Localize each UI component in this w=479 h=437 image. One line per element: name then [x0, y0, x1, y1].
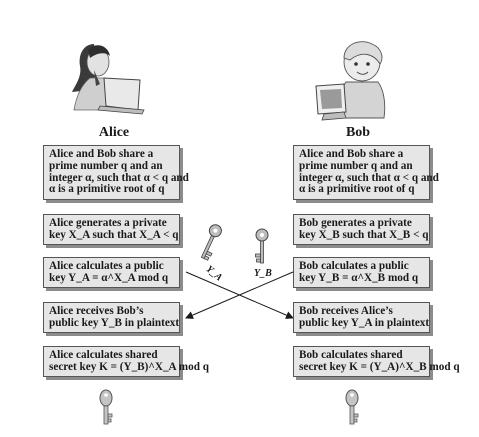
text-line: Alice receives Bob’s — [49, 305, 144, 317]
bob-illustration — [315, 41, 386, 121]
text-line: prime number q and an — [49, 159, 163, 172]
text-line: Alice calculates a public — [49, 260, 164, 272]
alice-step-5: Alice calculates shared secret key K = (… — [43, 346, 209, 377]
arrow-bob-to-alice — [185, 271, 294, 319]
text-line: integer α, such that α < q and — [299, 171, 439, 184]
text-line: key X_B such that X_B < q — [299, 228, 429, 241]
bob-step-2: Bob generates a private key X_B such tha… — [293, 214, 430, 245]
text-line: Bob calculates a public — [299, 260, 409, 272]
public-key-yb-icon — [255, 228, 269, 264]
text-line: Bob calculates shared — [299, 349, 403, 361]
key-label-yb: Y_B — [254, 268, 272, 279]
text-line: secret key K = (Y_B)^X_A mod q — [49, 360, 209, 373]
text-line: Alice and Bob share a — [299, 148, 404, 160]
text-line: Alice calculates shared — [49, 349, 158, 361]
alice-step-2: Alice generates a private key X_A such t… — [43, 214, 180, 245]
public-key-ya-icon — [200, 224, 222, 261]
text-line: prime number q and an — [299, 159, 413, 172]
text-line: key Y_B = α^X_B mod q — [299, 271, 419, 284]
bob-step-3: Bob calculates a public key Y_B = α^X_B … — [293, 257, 430, 288]
text-line: integer α, such that α < q and — [49, 171, 189, 184]
text-line: public key Y_B in plaintext — [49, 316, 180, 329]
bob-step-1: Alice and Bob share a prime number q and… — [293, 145, 439, 200]
bob-step-5: Bob calculates shared secret key K = (Y_… — [293, 346, 460, 377]
alice-step-3: Alice calculates a public key Y_A = α^X_… — [43, 257, 180, 288]
alice-illustration — [72, 44, 145, 115]
text-line: α is a primitive root of q — [49, 183, 165, 196]
text-line: public key Y_A in plaintext — [299, 316, 430, 329]
text-line: Alice and Bob share a — [49, 148, 154, 160]
alice-step-4: Alice receives Bob’s public key Y_B in p… — [43, 302, 180, 333]
text-line: key Y_A = α^X_A mod q — [49, 271, 169, 284]
text-line: Bob receives Alice’s — [299, 305, 393, 317]
text-line: Alice generates a private — [49, 217, 167, 229]
yb-label: Y_B — [254, 268, 272, 279]
bob-name: Bob — [345, 125, 371, 140]
bob-secret-key-icon — [345, 389, 359, 425]
alice-name: Alice — [98, 125, 130, 140]
alice-step-1: Alice and Bob share a prime number q and… — [43, 145, 189, 200]
text-line: Bob generates a private — [299, 217, 412, 229]
text-line: α is a primitive root of q — [299, 183, 415, 196]
bob-step-4: Bob receives Alice’s public key Y_A in p… — [293, 302, 430, 333]
alice-secret-key-icon — [99, 389, 113, 425]
text-line: key X_A such that X_A < q — [49, 228, 179, 241]
text-line: secret key K = (Y_A)^X_B mod q — [299, 360, 460, 373]
